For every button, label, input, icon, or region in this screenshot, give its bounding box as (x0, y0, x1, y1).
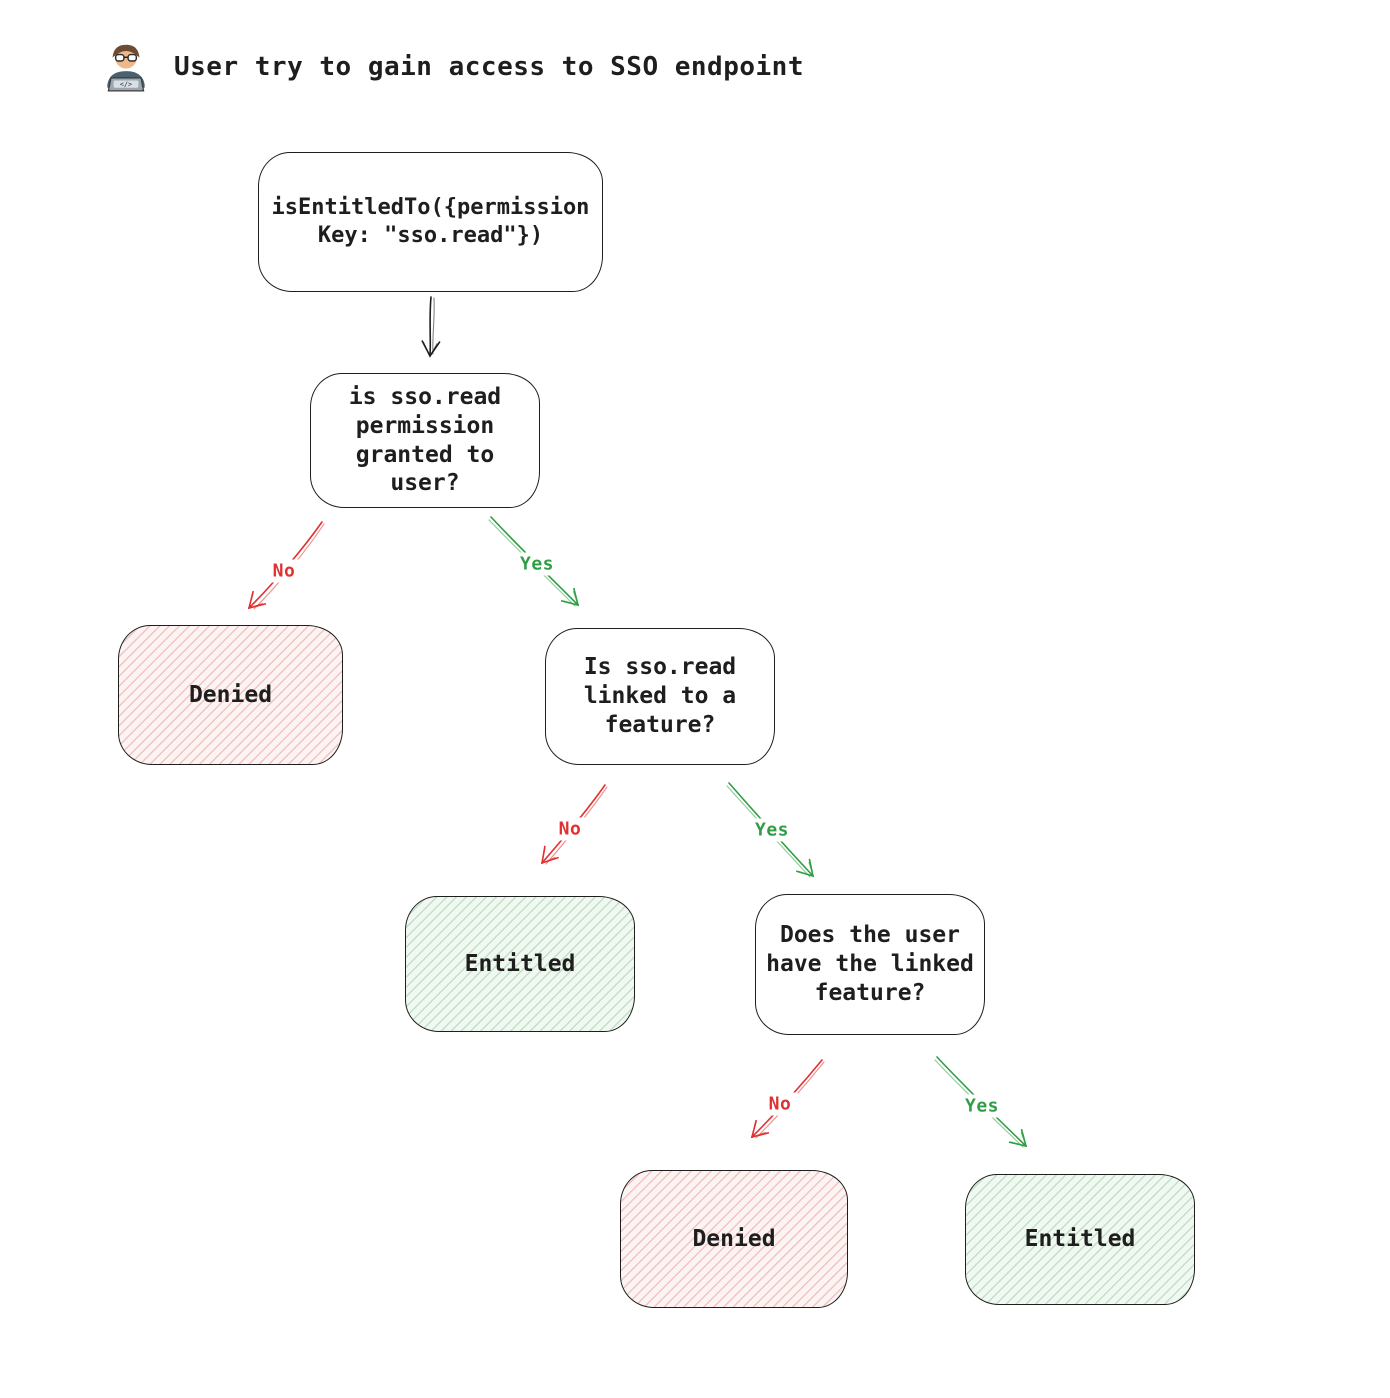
edge-label-no-3: No (762, 1092, 798, 1116)
svg-text:</>: </> (120, 80, 132, 88)
node-denied-2-label: Denied (692, 1225, 776, 1252)
node-question-permission-granted: is sso.read permission granted to user? (310, 373, 540, 508)
node-denied-1-label: Denied (188, 681, 273, 708)
node-entitled-2-label: Entitled (1024, 1226, 1136, 1253)
node-question-user-has-feature-label: Does the user have the linked feature? (766, 922, 974, 1006)
node-question-linked-feature: Is sso.read linked to a feature? (545, 628, 775, 765)
page-title: User try to gain access to SSO endpoint (174, 52, 804, 82)
edge-entry-to-granted (421, 296, 441, 358)
node-question-permission-granted-label: is sso.read permission granted to user? (348, 383, 502, 497)
node-isentitledto-label: isEntitledTo({permission Key: "sso.read"… (271, 195, 590, 248)
technologist-emoji-icon: </> (100, 38, 152, 96)
edge-label-yes-1: Yes (513, 552, 561, 576)
edge-label-yes-3: Yes (958, 1094, 1006, 1118)
diagram-header: </> User try to gain access to SSO endpo… (100, 38, 804, 96)
node-entitled-1: Entitled (405, 896, 635, 1032)
node-question-linked-feature-label: Is sso.read linked to a feature? (583, 654, 737, 738)
node-question-user-has-feature: Does the user have the linked feature? (755, 894, 985, 1035)
node-isentitledto-call: isEntitledTo({permission Key: "sso.read"… (258, 152, 603, 292)
edge-label-yes-2: Yes (748, 818, 796, 842)
node-denied-1: Denied (118, 625, 343, 765)
node-entitled-2: Entitled (965, 1174, 1195, 1305)
node-entitled-1-label: Entitled (464, 950, 576, 977)
edge-label-no-1: No (266, 559, 302, 583)
edge-entry-to-granted-sketch (432, 297, 435, 355)
edge-label-no-2: No (552, 817, 588, 841)
node-denied-2: Denied (620, 1170, 848, 1308)
